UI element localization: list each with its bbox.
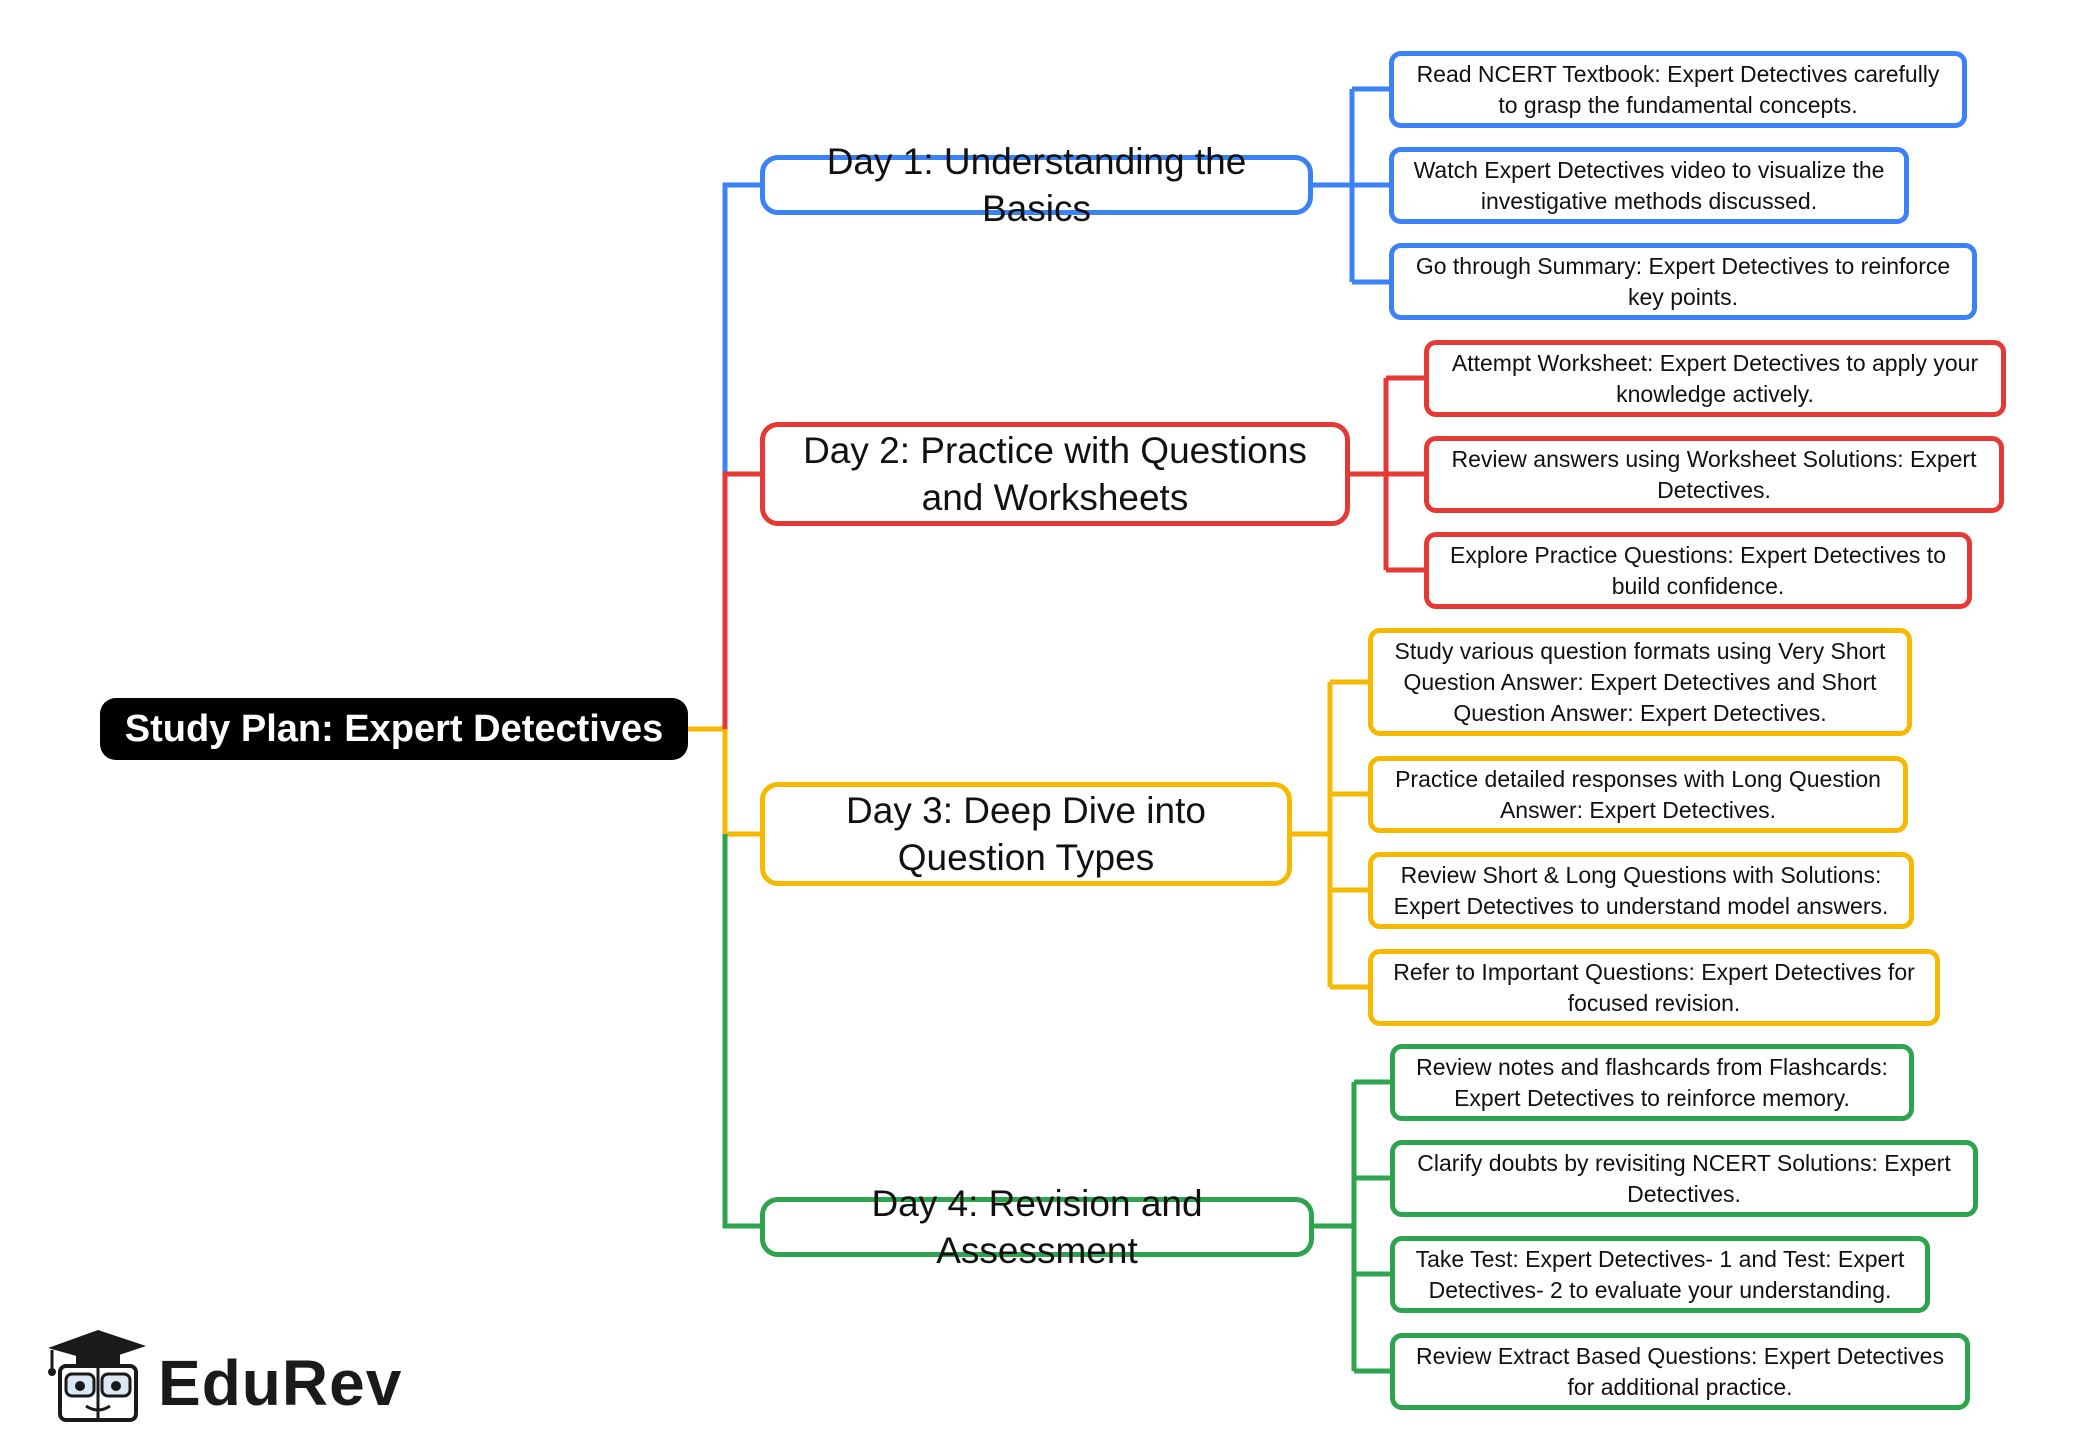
connector-day3-tasks xyxy=(1292,679,1368,990)
connector-day4 xyxy=(722,834,760,1229)
root-node: Study Plan: Expert Detectives xyxy=(100,698,688,760)
day2-title: Day 2: Practice with Questions and Works… xyxy=(803,430,1307,518)
day1-node: Day 1: Understanding the Basics xyxy=(760,141,1313,229)
task-text: Review notes and flashcards from Flashca… xyxy=(1416,1053,1888,1111)
day3-task-2: Practice detailed responses with Long Qu… xyxy=(1368,756,1908,833)
day1-task-1: Read NCERT Textbook: Expert Detectives c… xyxy=(1389,51,1967,128)
task-text: Study various question formats using Ver… xyxy=(1394,637,1886,726)
root-label: Study Plan: Expert Detectives xyxy=(124,707,664,750)
graduation-cap-mascot-icon xyxy=(48,1330,146,1422)
day1-task-2: Watch Expert Detectives video to visuali… xyxy=(1389,147,1909,224)
task-text: Watch Expert Detectives video to visuali… xyxy=(1413,156,1885,214)
day4-title: Day 4: Revision and Assessment xyxy=(871,1183,1203,1271)
day4-task-2: Clarify doubts by revisiting NCERT Solut… xyxy=(1390,1140,1978,1217)
day4-task-4: Review Extract Based Questions: Expert D… xyxy=(1390,1333,1970,1410)
day3-task-3: Review Short & Long Questions with Solut… xyxy=(1368,852,1914,929)
task-text: Read NCERT Textbook: Expert Detectives c… xyxy=(1416,60,1940,118)
connector-day2-tasks xyxy=(1350,375,1424,573)
connector-day3 xyxy=(722,729,760,837)
task-text: Take Test: Expert Detectives- 1 and Test… xyxy=(1415,1245,1905,1303)
day3-task-1: Study various question formats using Ver… xyxy=(1368,628,1912,736)
logo-text: EduRev xyxy=(158,1347,403,1419)
task-text: Review answers using Worksheet Solutions… xyxy=(1451,445,1977,503)
connector-day2 xyxy=(722,471,760,729)
day3-task-4: Refer to Important Questions: Expert Det… xyxy=(1368,949,1940,1026)
day3-title: Day 3: Deep Dive into Question Types xyxy=(846,790,1206,878)
task-text: Review Extract Based Questions: Expert D… xyxy=(1416,1342,1944,1400)
day1-title: Day 1: Understanding the Basics xyxy=(826,141,1247,229)
task-text: Practice detailed responses with Long Qu… xyxy=(1395,765,1881,823)
task-text: Clarify doubts by revisiting NCERT Solut… xyxy=(1417,1149,1951,1207)
connector-day4-tasks xyxy=(1314,1079,1390,1374)
day2-task-3: Explore Practice Questions: Expert Detec… xyxy=(1424,532,1972,609)
connector-day1-tasks xyxy=(1313,86,1389,285)
day2-task-2: Review answers using Worksheet Solutions… xyxy=(1424,436,2004,513)
day4-task-1: Review notes and flashcards from Flashca… xyxy=(1390,1044,1914,1121)
day4-task-3: Take Test: Expert Detectives- 1 and Test… xyxy=(1390,1236,1930,1313)
task-text: Refer to Important Questions: Expert Det… xyxy=(1393,958,1915,1016)
day2-task-1: Attempt Worksheet: Expert Detectives to … xyxy=(1424,340,2006,417)
day1-task-3: Go through Summary: Expert Detectives to… xyxy=(1389,243,1977,320)
task-text: Attempt Worksheet: Expert Detectives to … xyxy=(1451,349,1979,407)
day2-node: Day 2: Practice with Questions and Works… xyxy=(760,422,1350,526)
day3-node: Day 3: Deep Dive into Question Types xyxy=(760,782,1292,886)
task-text: Explore Practice Questions: Expert Detec… xyxy=(1450,541,1946,599)
day4-node: Day 4: Revision and Assessment xyxy=(760,1183,1314,1271)
connector-day1 xyxy=(722,182,760,474)
task-text: Go through Summary: Expert Detectives to… xyxy=(1415,252,1951,310)
task-text: Review Short & Long Questions with Solut… xyxy=(1393,861,1889,919)
